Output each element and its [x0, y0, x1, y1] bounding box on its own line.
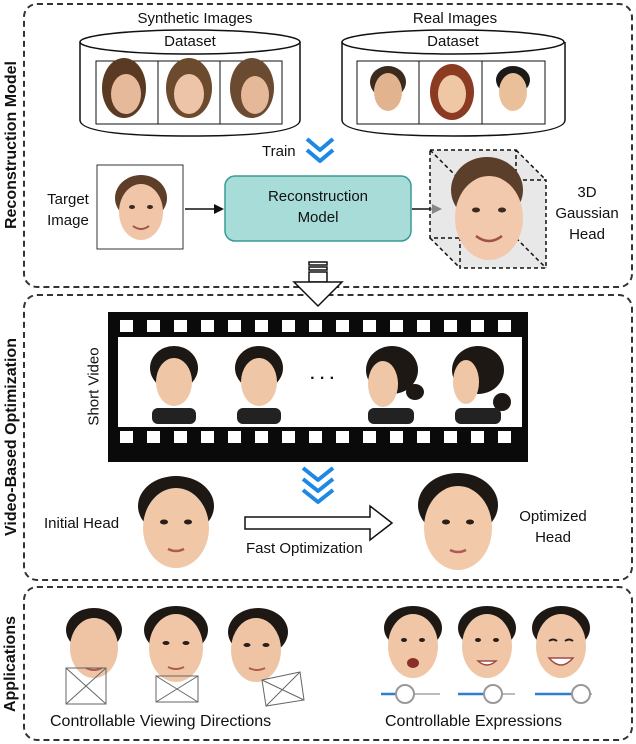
section-transition-arrow — [292, 261, 344, 308]
video-frame-4 — [430, 340, 511, 424]
film-sprocket-hole — [309, 431, 322, 443]
real-images-title: Real Images — [412, 10, 498, 27]
gaussian-head-label-line1: 3D — [577, 184, 597, 201]
film-sprocket-hole — [444, 431, 457, 443]
train-chevron-arrow — [305, 137, 335, 163]
initial-head — [138, 476, 214, 568]
model-label-line2: Model — [297, 209, 339, 226]
optimized-head-label-line2: Head — [535, 529, 571, 546]
film-sprocket-hole — [363, 320, 376, 332]
synthetic-dataset-label: Dataset — [164, 33, 216, 50]
camera-frustum-2 — [155, 675, 199, 703]
expression-head-1 — [384, 606, 442, 678]
target-image-label-line2: Image — [47, 212, 89, 229]
expression-slider-2 — [458, 684, 515, 704]
target-face — [115, 175, 167, 240]
film-sprocket-hole — [417, 431, 430, 443]
film-sprocket-hole — [498, 320, 511, 332]
view-head-1 — [66, 608, 122, 678]
film-sprocket-hole — [363, 431, 376, 443]
viewing-directions-caption: Controllable Viewing Directions — [50, 713, 272, 730]
real-face-2 — [430, 64, 474, 120]
gaussian-head-cube — [429, 149, 547, 269]
gaussian-head-label-line3: Head — [569, 226, 605, 243]
model-label-line1: Reconstruction — [267, 188, 369, 205]
optimized-head — [418, 473, 498, 570]
fast-optimization-arrow — [244, 504, 394, 542]
film-sprocket-hole — [390, 320, 403, 332]
film-sprocket-hole — [201, 431, 214, 443]
film-sprocket-hole — [282, 320, 295, 332]
synthetic-images-title: Synthetic Images — [137, 10, 253, 27]
camera-frustum-1 — [65, 667, 107, 705]
film-sprocket-hole — [147, 431, 160, 443]
camera-frustum-3 — [261, 671, 305, 707]
optimized-head-label-line1: Optimized — [519, 508, 587, 525]
real-face-1 — [370, 66, 406, 111]
view-head-2 — [144, 606, 208, 682]
arrow-target-to-model — [185, 204, 224, 214]
synthetic-face-2 — [166, 58, 212, 118]
film-sprocket-hole — [228, 320, 241, 332]
video-frame-1 — [135, 340, 210, 424]
synthetic-face-1 — [102, 58, 146, 118]
view-head-3 — [228, 608, 288, 682]
expression-head-2 — [458, 606, 516, 678]
synthetic-face-3 — [230, 58, 274, 118]
expression-slider-1 — [381, 684, 440, 704]
film-sprocket-hole — [309, 320, 322, 332]
film-sprocket-hole — [174, 320, 187, 332]
film-sprocket-hole — [201, 320, 214, 332]
gaussian-head-label-line2: Gaussian — [555, 205, 619, 222]
film-sprocket-hole — [120, 320, 133, 332]
film-sprocket-hole — [147, 320, 160, 332]
fast-optimization-label: Fast Optimization — [246, 540, 363, 557]
real-dataset-label: Dataset — [427, 33, 479, 50]
target-image-label-line1: Target — [47, 191, 89, 208]
expression-head-3 — [532, 606, 590, 678]
video-frame-2 — [216, 340, 296, 424]
film-sprocket-hole — [417, 320, 430, 332]
film-sprocket-hole — [336, 320, 349, 332]
film-sprocket-hole — [120, 431, 133, 443]
train-label: Train — [262, 143, 296, 160]
film-sprocket-hole — [498, 431, 511, 443]
film-sprocket-hole — [255, 320, 268, 332]
film-sprocket-hole — [336, 431, 349, 443]
applications-panel — [23, 586, 633, 741]
video-frame-3 — [345, 340, 425, 424]
film-sprocket-hole — [174, 431, 187, 443]
initial-head-label: Initial Head — [44, 515, 120, 532]
expression-slider-3 — [535, 684, 592, 704]
reconstruction-model-box — [224, 175, 412, 242]
film-sprocket-hole — [282, 431, 295, 443]
film-sprocket-hole — [444, 320, 457, 332]
film-sprocket-hole — [471, 431, 484, 443]
film-sprocket-hole — [390, 431, 403, 443]
film-sprocket-hole — [471, 320, 484, 332]
film-sprocket-hole — [255, 431, 268, 443]
expressions-caption: Controllable Expressions — [385, 713, 562, 730]
film-ellipsis: · · · — [310, 370, 335, 387]
real-face-3 — [496, 66, 530, 111]
short-video-label: Short Video — [85, 347, 103, 426]
film-sprocket-hole — [228, 431, 241, 443]
optimize-chevron-arrow — [301, 466, 335, 504]
